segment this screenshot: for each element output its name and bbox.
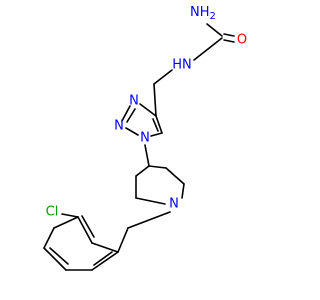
bond-n3-n2 [121,105,131,122]
bond-carbonyl-c-nh [193,37,223,61]
bond-ring-e-f [43,247,67,271]
atom-carbonyl-oxygen: O [237,33,247,48]
bond-ring-a2-f-inner [93,251,113,266]
bond-ring-d-e [43,227,55,249]
bond-pip-c4-c3 [135,165,150,177]
atom-amide-nitrogen: NH2 [190,5,216,23]
amide-nitrogen-symbol: NH [190,5,210,20]
bond-ch2-ring [117,227,129,253]
bond-n1-c5 [150,132,163,137]
bond-c-cl [61,213,79,218]
bond-c5-c4 [155,115,163,134]
atom-triazole-n1: N [140,131,150,146]
bond-nh-ch2 [153,69,173,85]
atom-urea-nh: HN [172,58,192,73]
bond-ch2-c4 [153,83,157,117]
atom-chlorine: Cl [46,205,59,220]
bond-c5-c4-double [152,118,159,132]
bond-carbonyl-c-nh2 [206,23,223,37]
molecule-structure: O NH2 HN N N N N Cl [43,5,247,271]
atom-piperidine-nitrogen: N [169,197,179,212]
bond-n1-pip-c4 [144,144,150,167]
amide-nitrogen-subscript: 2 [210,11,216,22]
atom-triazole-n2: N [114,119,124,134]
bond-ring-a-b [91,242,119,253]
bonds [43,23,235,271]
bond-pip-n-c6 [181,183,185,199]
bond-c4-n3 [139,103,157,117]
bond-n2-n1 [125,127,139,136]
bond-ring-b-c-inner [81,215,95,238]
bond-carbonyl-c-o-1 [223,33,235,37]
atom-triazole-n3: N [129,94,139,109]
bond-pip-c6-c5 [165,167,185,185]
bond-pip-c2-n [135,197,166,205]
bond-ring-e-f-inner [49,247,69,265]
bond-carbonyl-c-o-2 [223,39,235,43]
bond-ring-b-c [77,216,93,244]
bond-ring-a2-f [91,251,119,271]
bond-ring-c-d [53,216,79,229]
bond-pip-c5-c4 [148,165,167,169]
bond-n-ch2 [127,211,171,229]
bond-n3-n2-double [126,108,136,123]
